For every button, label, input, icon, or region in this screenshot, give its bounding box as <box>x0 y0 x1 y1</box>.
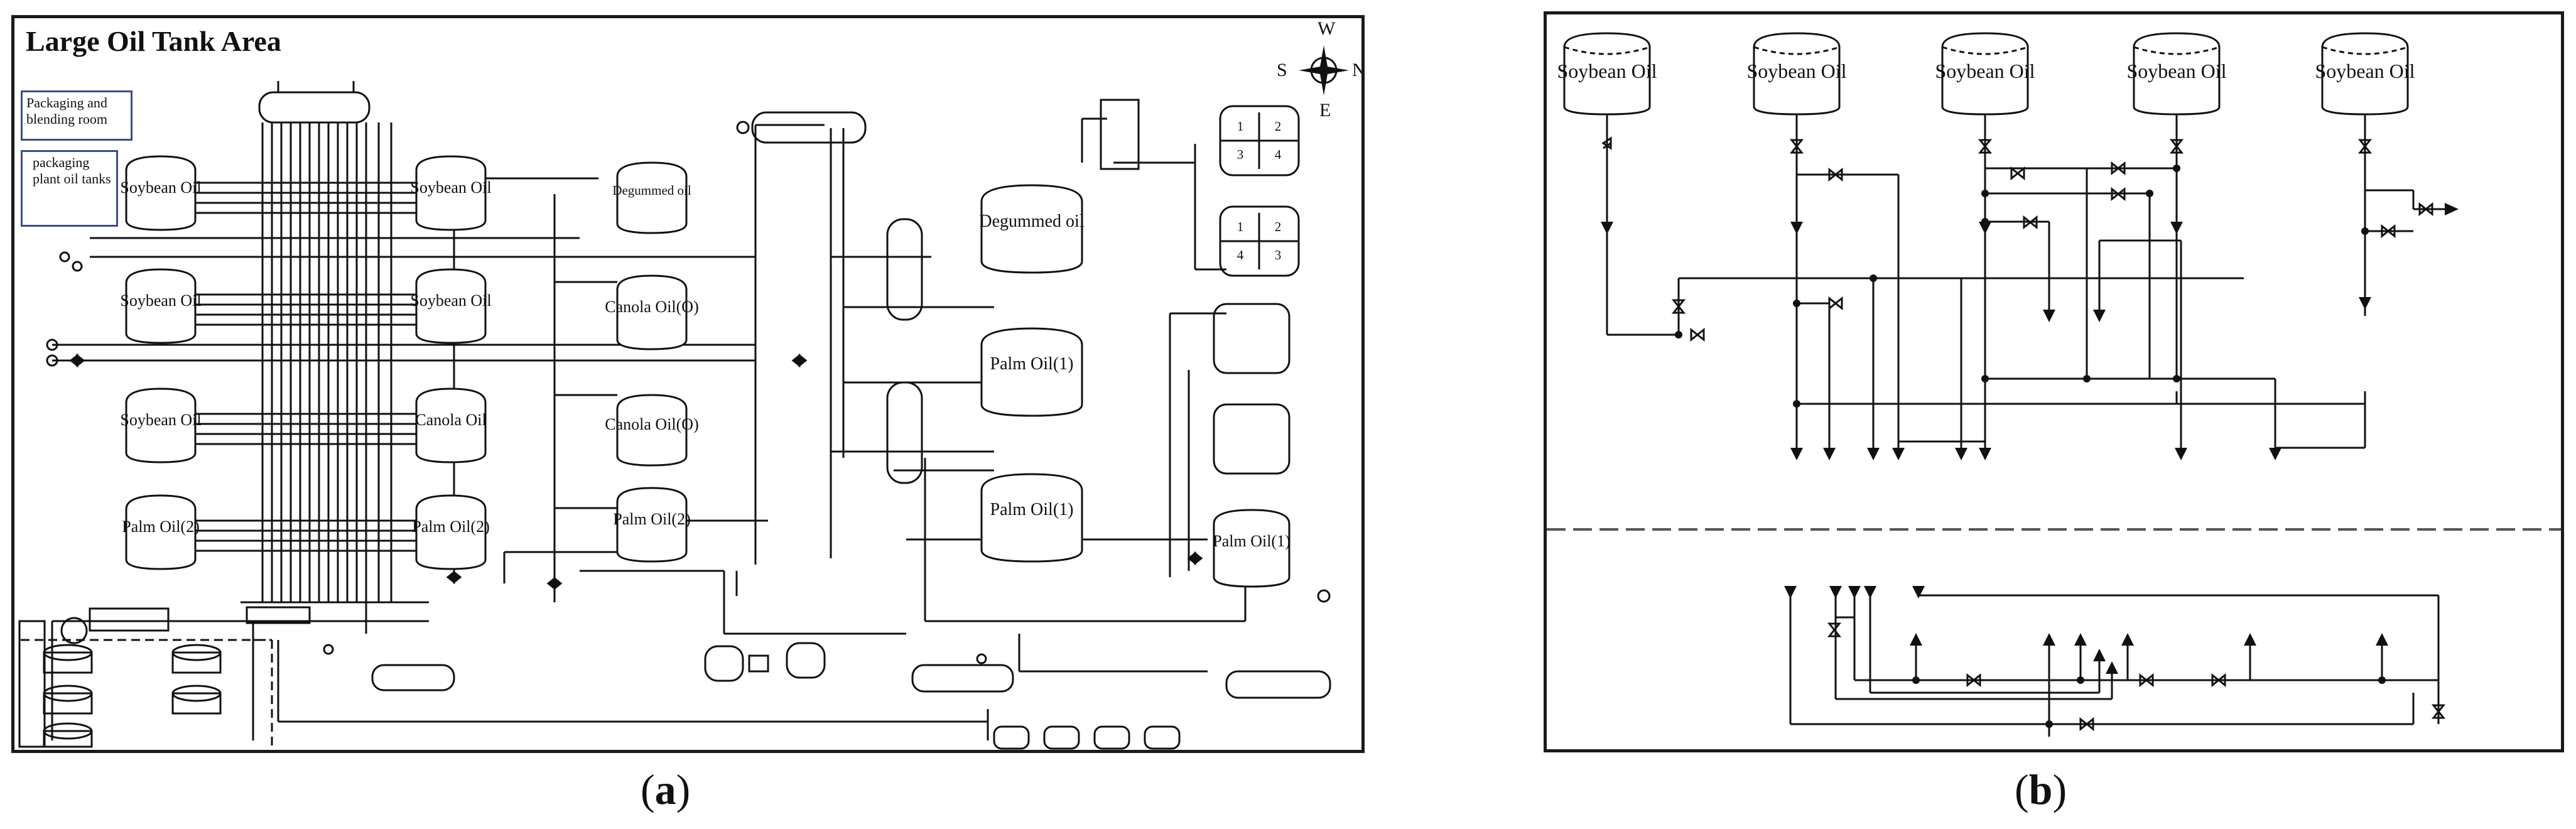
tank-label-p2: Palm Oil(1) <box>990 500 1074 519</box>
tank-label-m3: Canola Oil(O) <box>605 415 699 433</box>
compass-e: E <box>1319 100 1331 121</box>
compass-n: N <box>1352 60 1365 80</box>
tank-r2 <box>415 268 487 344</box>
quad-tank-1-num-4: 4 <box>1274 147 1282 162</box>
caption-b: (b) <box>2015 766 2067 813</box>
quad-tank-2-num-4: 4 <box>1237 247 1244 263</box>
quad-tank-2-num-1: 1 <box>1237 219 1244 234</box>
b-tank-2 <box>1753 32 1841 116</box>
packaging-plant-oil-tanks-label: packaging plant oil tanks <box>21 150 118 227</box>
quad-tank-1-num-3: 3 <box>1237 147 1244 162</box>
tank-p3 <box>1213 509 1291 588</box>
tank-label-l2: Soybean Oil <box>120 291 202 310</box>
tank-label-d1: Degummed oil <box>979 212 1085 231</box>
panel-a-title: Large Oil Tank Area <box>26 25 281 57</box>
tank-d1 <box>980 184 1083 274</box>
tank-label-m1: Degummed oil <box>612 183 691 198</box>
caption-a-letter: a <box>654 766 676 813</box>
caption-a: (a) <box>641 766 691 813</box>
b-tank-2-label: Soybean Oil <box>1746 60 1847 82</box>
tank-label-l1: Soybean Oil <box>120 178 202 197</box>
tank-m1 <box>616 161 688 234</box>
tank-l2 <box>125 268 197 344</box>
b-tank-1-label: Soybean Oil <box>1557 60 1657 82</box>
tank-label-l4: Palm Oil(2) <box>122 517 200 536</box>
b-tank-5 <box>2321 32 2409 116</box>
tank-p1 <box>980 327 1083 417</box>
caption-b-letter: b <box>2028 766 2053 813</box>
tank-r4 <box>415 494 487 570</box>
packaging-blending-room-label: Packaging and blending room <box>21 90 133 141</box>
b-tank-4-label: Soybean Oil <box>2126 60 2227 82</box>
tank-m3 <box>616 394 688 467</box>
tank-l4 <box>125 494 197 570</box>
compass-s: S <box>1277 60 1287 80</box>
quad-tank-2-num-2: 2 <box>1274 219 1282 234</box>
tank-label-m2: Canola Oil(O) <box>605 298 699 316</box>
b-tank-1 <box>1563 32 1651 116</box>
tank-label-r3: Canola Oil <box>415 411 487 429</box>
tank-label-r2: Soybean Oil <box>410 291 492 310</box>
panel-a-large-oil-tank-area: Large Oil Tank Area Packaging and blendi… <box>11 15 1365 753</box>
tank-label-l3: Soybean Oil <box>120 411 202 429</box>
compass-w: W <box>1318 18 1336 39</box>
quad-tank-2-num-3: 3 <box>1274 247 1282 263</box>
tank-label-p1: Palm Oil(1) <box>990 354 1074 374</box>
tank-l1 <box>125 155 197 231</box>
b-tank-3 <box>1941 32 2029 116</box>
tank-r3 <box>415 387 487 463</box>
b-tank-5-label: Soybean Oil <box>2315 60 2415 82</box>
panel-a-tanks <box>125 155 1291 588</box>
panel-b-piping-diagram <box>1547 32 2561 737</box>
tank-label-r4: Palm Oil(2) <box>412 517 490 536</box>
quad-tank-1-num-2: 2 <box>1274 119 1282 134</box>
b-tank-4 <box>2133 32 2221 116</box>
panel-a-piping-diagram <box>18 81 1331 750</box>
compass-rose-icon <box>1299 45 1349 95</box>
tank-label-p3: Palm Oil(1) <box>1213 532 1291 550</box>
b-tank-3-label: Soybean Oil <box>1935 60 2035 82</box>
tank-l3 <box>125 387 197 463</box>
header-drum <box>258 91 371 124</box>
tank-m2 <box>616 274 688 350</box>
panel-b-piping-detail: Soybean Oil Soybean Oil Soybean Oil Soyb… <box>1544 11 2564 752</box>
quad-tank-1-num-1: 1 <box>1237 119 1244 134</box>
tank-label-m4: Palm Oil(2) <box>613 510 691 528</box>
tank-m4 <box>616 487 688 563</box>
tank-r1 <box>415 155 487 231</box>
tank-p2 <box>980 473 1083 563</box>
tank-label-r1: Soybean Oil <box>410 178 492 197</box>
